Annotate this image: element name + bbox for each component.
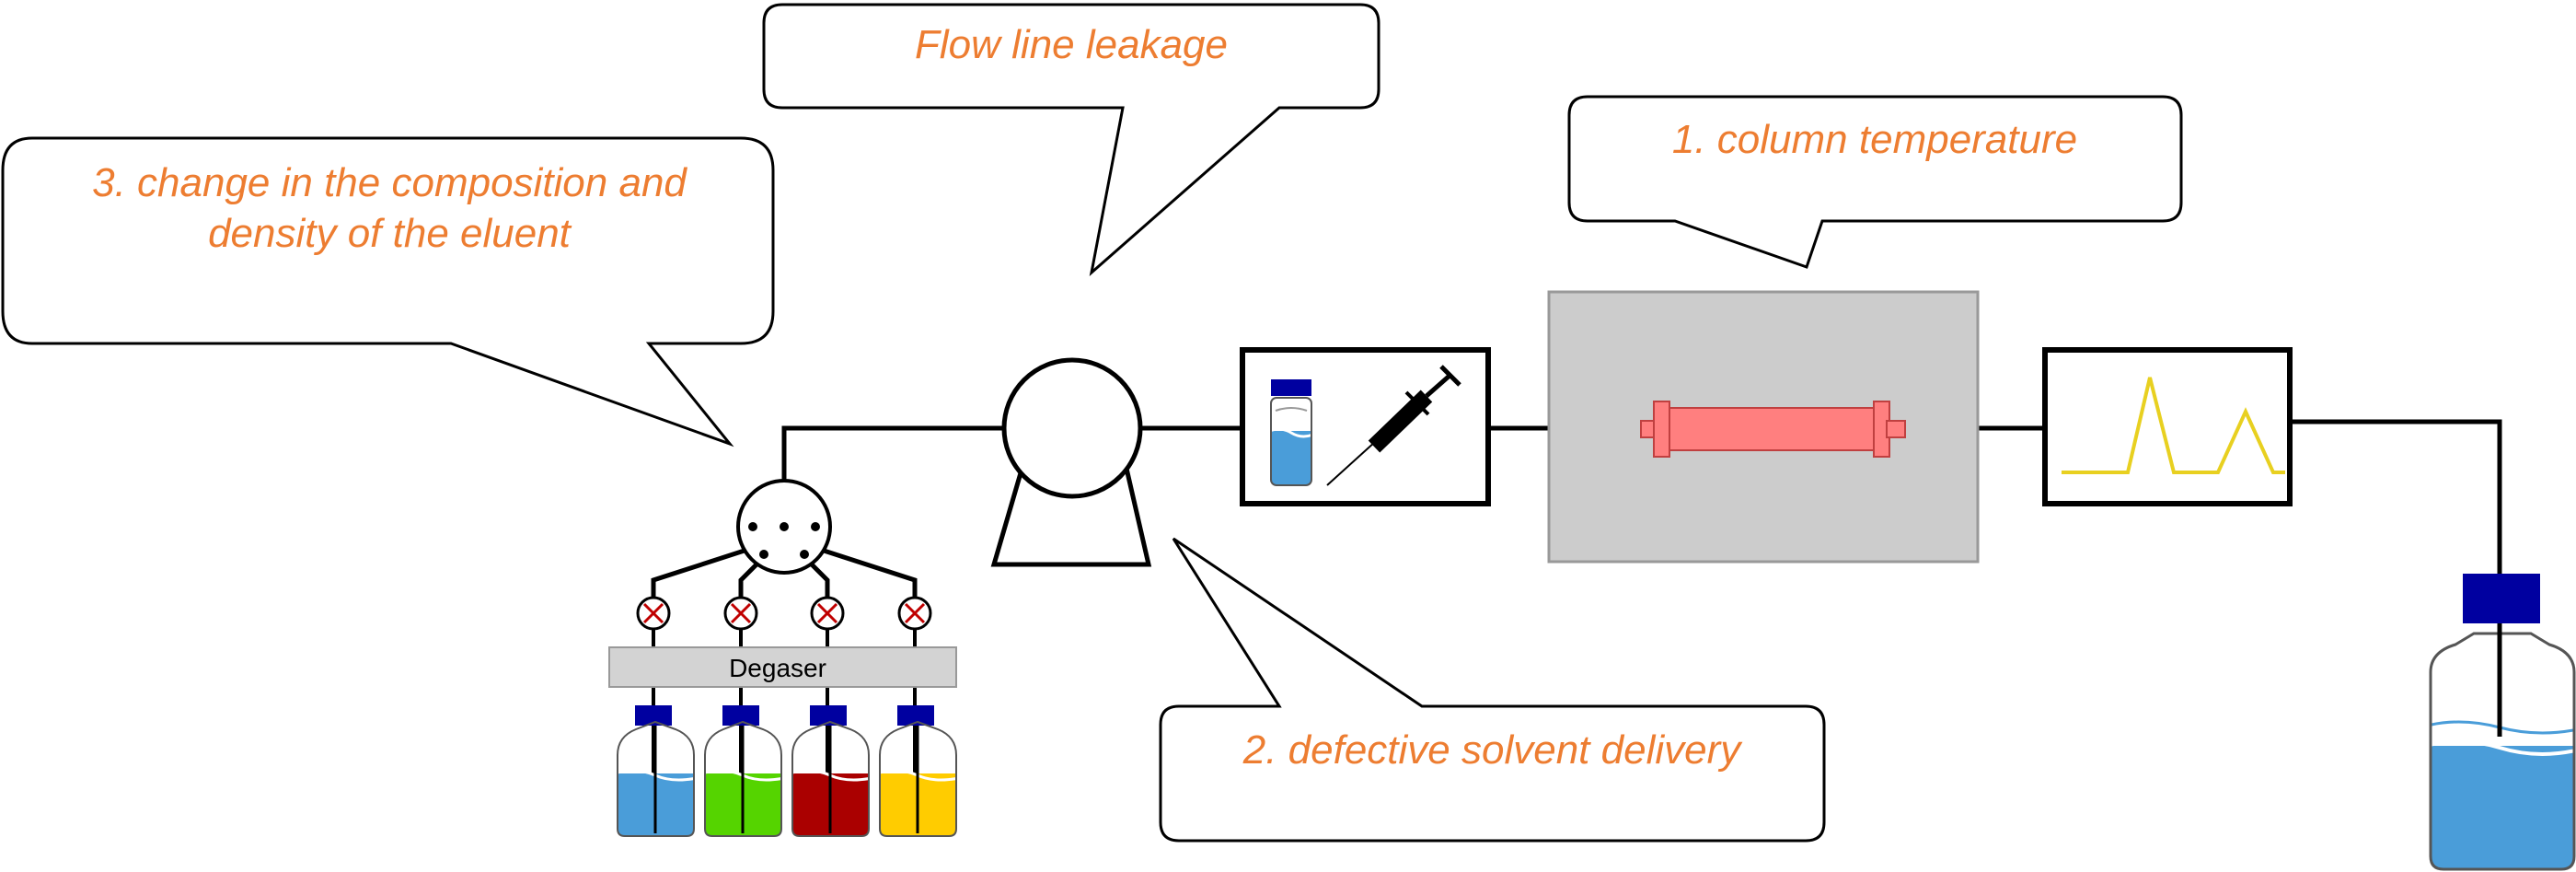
waste-bottle-icon [2429, 574, 2576, 871]
valve-to-pump-line [781, 425, 1003, 494]
column-oven [1547, 290, 1980, 564]
solvent-bottle-4 [879, 705, 957, 837]
flow-line-leakage-bubble [762, 3, 1380, 277]
detector-icon [2042, 347, 2293, 506]
solvent-bottle-1 [617, 705, 695, 837]
degaser: Degaser [608, 646, 957, 688]
solvent-bottle-2 [704, 705, 782, 837]
channel-4-line [814, 545, 918, 599]
valve-1-icon [636, 596, 671, 631]
valve-4-icon [897, 596, 932, 631]
degaser-label: Degaser [729, 654, 826, 682]
syringe-icon [1326, 365, 1461, 486]
eluent-composition-text-line2: density of the eluent [208, 211, 572, 256]
eluent-composition-bubble [1, 136, 775, 448]
injector-icon [1240, 347, 1491, 506]
vial-icon [1270, 379, 1312, 486]
solvent-inlet-lines [652, 627, 917, 779]
proportioning-valves [636, 596, 932, 631]
eluent-composition-text-line1: 3. change in the composition and [92, 160, 687, 205]
channel-1-line [651, 545, 754, 599]
column-temperature-bubble [1567, 95, 2183, 269]
column-temperature-text: 1. column temperature [1672, 117, 2077, 162]
column-icon [1640, 401, 1906, 458]
flow-line-leakage-text: Flow line leakage [915, 22, 1228, 67]
valve-2-icon [723, 596, 758, 631]
solvent-bottle-3 [791, 705, 870, 837]
mixing-valve-icon [736, 479, 832, 575]
valve-3-icon [810, 596, 845, 631]
chromatogram-trace [2062, 377, 2285, 474]
pump-icon [990, 357, 1152, 567]
solvent-delivery-text: 2. defective solvent delivery [1242, 727, 1744, 773]
solvent-delivery-bubble [1159, 537, 1826, 843]
